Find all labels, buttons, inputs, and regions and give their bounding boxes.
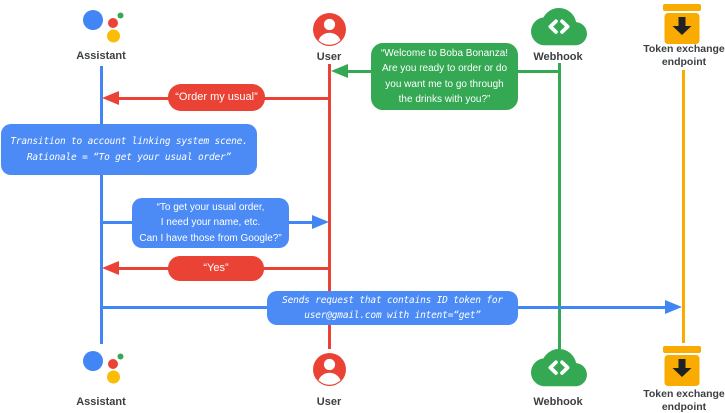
assistant-lifeline	[99, 66, 103, 344]
transition-note: Transition to account linking system sce…	[1, 124, 257, 175]
webhook-label-top: Webhook	[533, 51, 583, 63]
token-request-arrowhead	[665, 300, 682, 314]
yes-arrowhead	[102, 261, 119, 275]
welcome-line: the drinks with you?”	[398, 94, 491, 105]
user-label-bottom: User	[316, 396, 342, 408]
token-request-message: Sends request that contains ID token for…	[267, 291, 518, 325]
need-name-line: Can I have those from Google?”	[139, 232, 282, 244]
token-request-line: user@gmail.com with intent=“get”	[304, 310, 481, 321]
order-my-usual-message: “Order my usual”	[168, 84, 265, 111]
assistant-label-bottom: Assistant	[76, 396, 126, 408]
need-name-arrowhead	[312, 215, 329, 229]
need-name-message: “To get your usual order, I need your na…	[132, 198, 289, 248]
yes-message: “Yes”	[168, 256, 264, 281]
user-label-top: User	[316, 51, 342, 63]
webhook-lifeline	[557, 63, 561, 349]
order-arrowhead	[102, 91, 119, 105]
yes-text: “Yes”	[203, 262, 229, 274]
transition-line: Transition to account linking system sce…	[10, 136, 248, 147]
user-icon	[313, 353, 346, 386]
token-endpoint-label-top: Token exchange endpoint	[643, 43, 725, 69]
token-label-line: endpoint	[661, 401, 707, 413]
token-endpoint-icon	[663, 4, 701, 44]
welcome-line: you want me to go through	[385, 78, 504, 90]
assistant-label-top: Assistant	[76, 50, 126, 62]
webhook-cloud-icon	[531, 8, 587, 46]
welcome-arrowhead	[331, 64, 348, 78]
token-endpoint-icon	[663, 346, 701, 386]
token-endpoint-label-bottom: Token exchange endpoint	[643, 388, 725, 413]
assistant-logo-icon	[83, 351, 124, 384]
webhook-label-bottom: Webhook	[533, 396, 583, 408]
assistant-logo-icon	[83, 10, 124, 43]
token-label-line: endpoint	[661, 56, 707, 68]
token-label-line: Token exchange	[643, 388, 725, 400]
token-request-line: Sends request that contains ID token for	[282, 294, 503, 306]
token-label-line: Token exchange	[643, 43, 725, 55]
order-my-usual-text: “Order my usual”	[175, 91, 258, 103]
token-endpoint-lifeline	[681, 70, 685, 343]
welcome-message: “Welcome to Boba Bonanza! Are you ready …	[371, 43, 518, 110]
user-icon	[313, 13, 346, 46]
welcome-line: Are you ready to order or do	[381, 63, 508, 74]
user-lifeline	[327, 64, 331, 349]
need-name-line: “To get your usual order,	[156, 201, 265, 213]
need-name-line: I need your name, etc.	[160, 217, 261, 229]
webhook-cloud-icon	[531, 349, 587, 387]
welcome-line: “Welcome to Boba Bonanza!	[380, 47, 509, 59]
transition-line: Rationale = “To get your usual order”	[26, 151, 232, 163]
